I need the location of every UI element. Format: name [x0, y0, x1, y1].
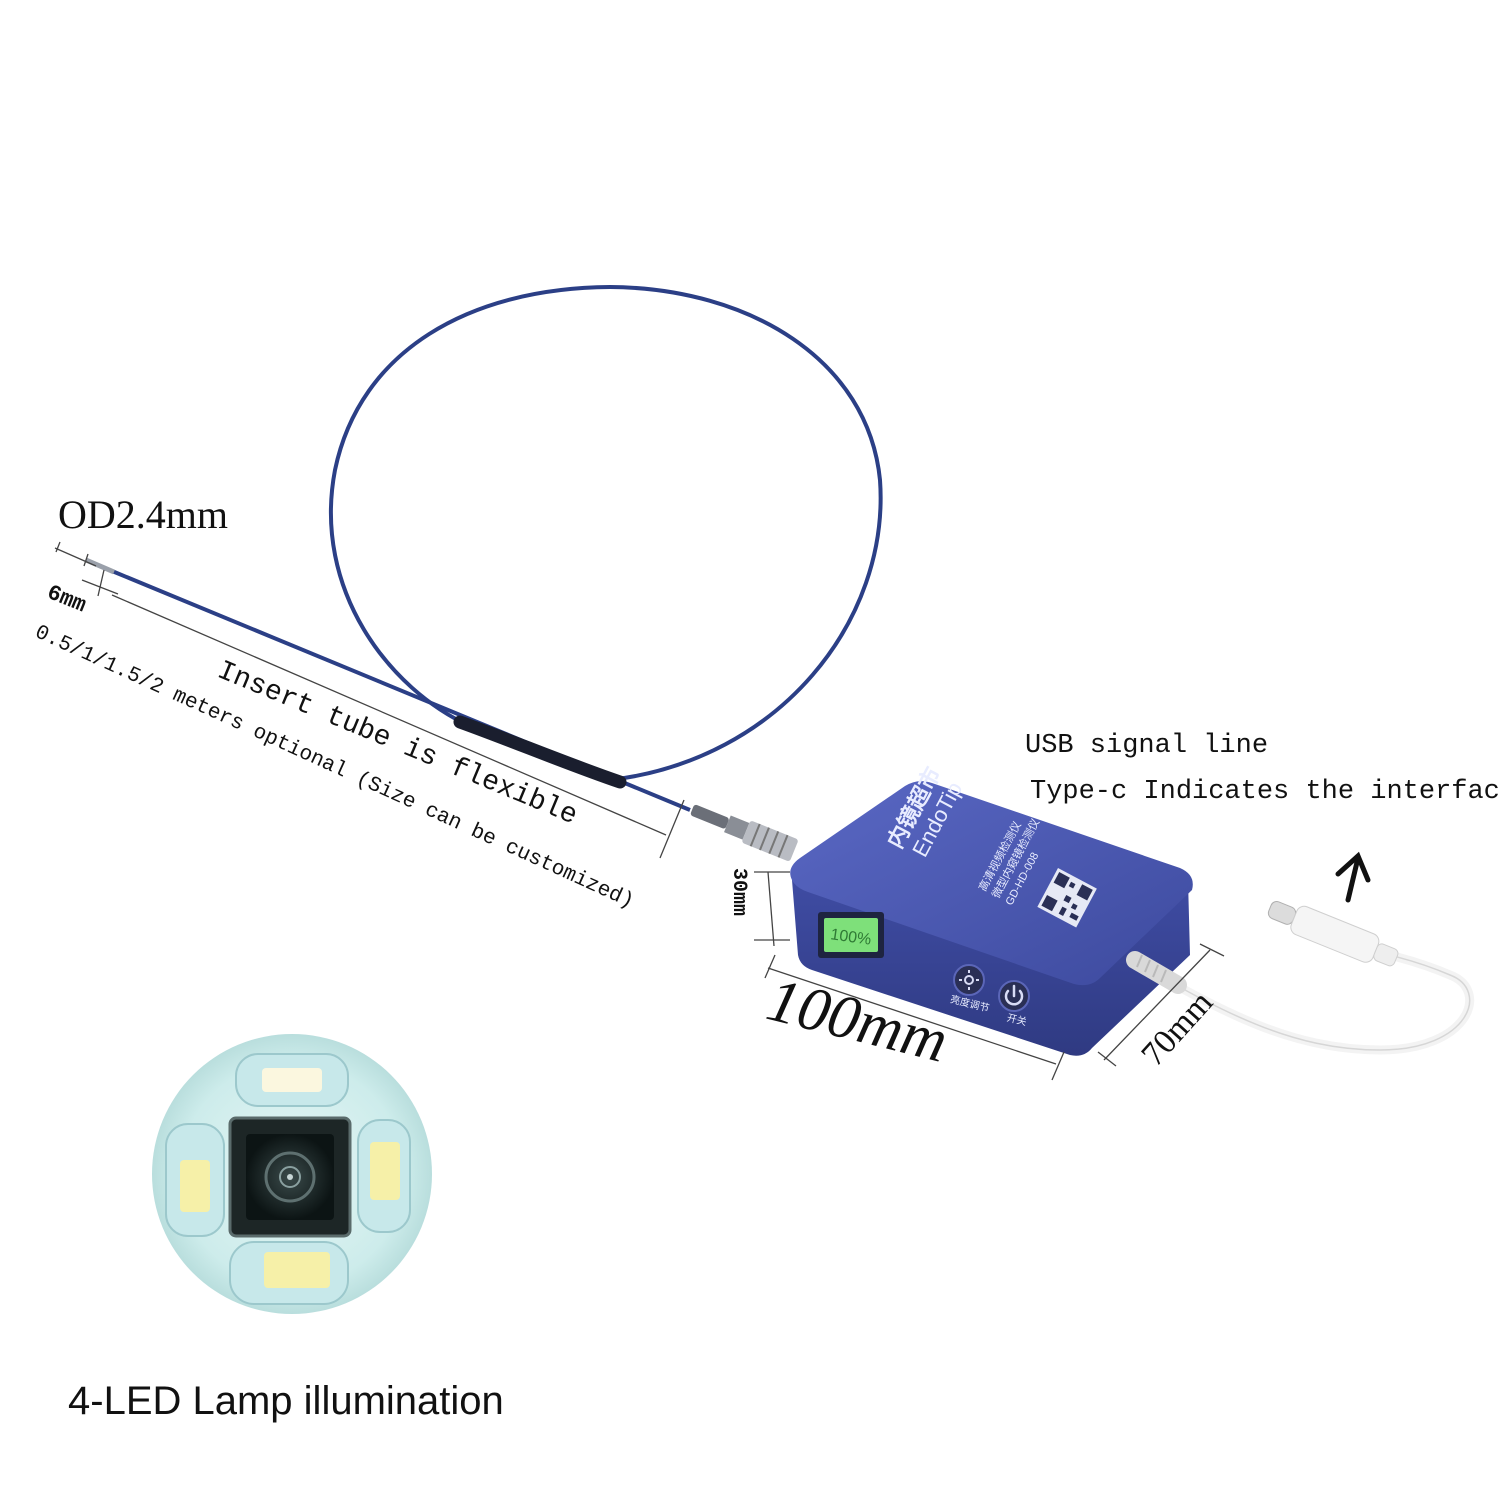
power-button[interactable]: 开关 [998, 980, 1030, 1028]
sun-icon [959, 970, 979, 990]
usb-cable [1126, 901, 1474, 1055]
cable-connector [690, 804, 798, 862]
tip-length-label: 6mm [43, 580, 89, 618]
type-c-plug [1267, 901, 1399, 967]
dimension-lines [54, 541, 1225, 1081]
length-options-label: 0.5/1/1.5/2 meters optional (Size can be… [31, 621, 637, 914]
led-right [370, 1142, 400, 1200]
usb-signal-line-label: USB signal line [1025, 731, 1268, 761]
led-bottom [264, 1252, 330, 1288]
arrow-up-icon [1335, 851, 1371, 903]
led-top [262, 1068, 322, 1092]
led-caption: 4-LED Lamp illumination [68, 1379, 504, 1423]
power-icon [1004, 984, 1024, 1006]
type-c-interface-label: Type-c Indicates the interface [1030, 777, 1500, 807]
battery-display: 100% [818, 912, 884, 958]
insert-tube [85, 284, 883, 812]
led-left [180, 1160, 210, 1212]
qr-code [1037, 868, 1097, 928]
outer-diameter-label: OD2.4mm [58, 492, 228, 537]
camera-tip-closeup [152, 1034, 432, 1314]
battery-percent: 100% [829, 926, 872, 949]
control-box: 内镜超市 EndoTip 高清视频检测仪 微型内窥镜检测仪 GD-HD-008 … [790, 763, 1193, 1056]
height-dimension-label: 30mm [727, 868, 750, 916]
depth-dimension-label: 70mm [1134, 984, 1220, 1073]
